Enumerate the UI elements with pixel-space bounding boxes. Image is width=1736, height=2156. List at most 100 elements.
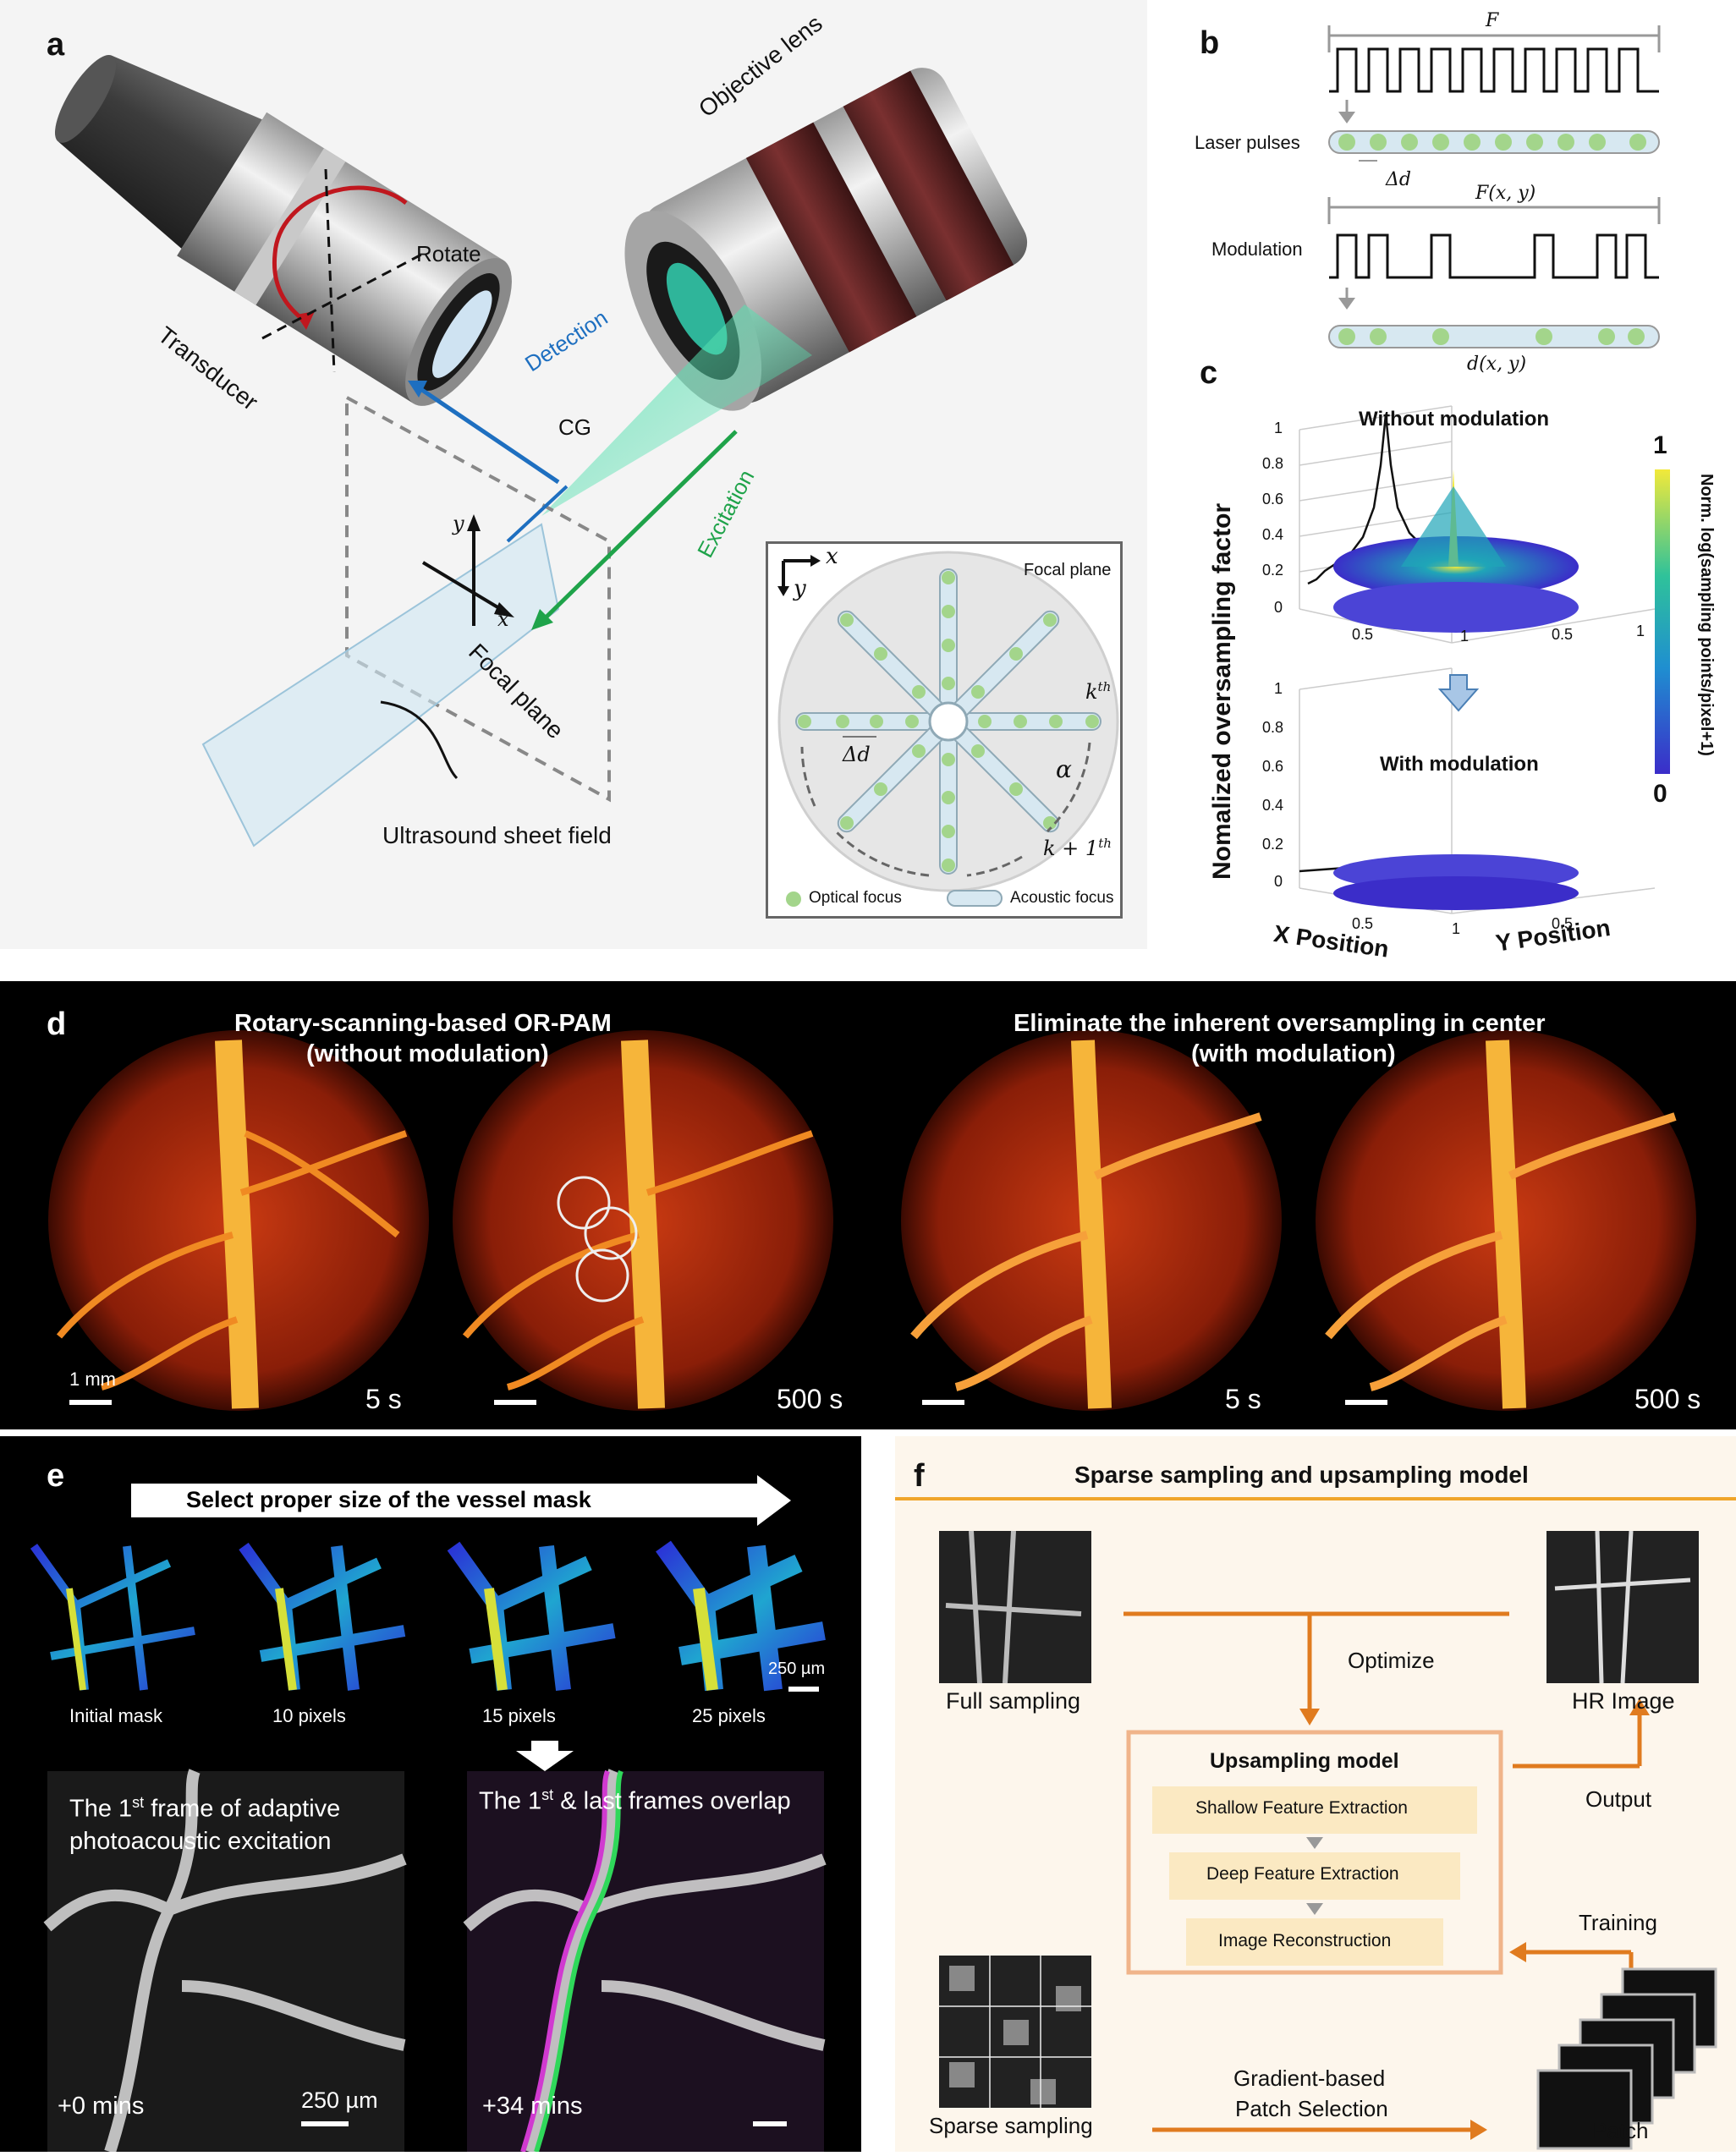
- gradient-label-1: Gradient-based: [1233, 2065, 1386, 2091]
- inset-delta-d: Δd: [843, 743, 871, 766]
- objective-lens-body: [624, 68, 1028, 411]
- panel-c-label: c: [1200, 355, 1218, 391]
- panel-c-plot: [1299, 405, 1670, 914]
- gradient-label-2: Patch Selection: [1235, 2096, 1388, 2121]
- overlap-sup: st: [541, 1786, 554, 1803]
- rotate-arrow-icon: [272, 185, 408, 323]
- k1-sup: th: [1098, 836, 1112, 851]
- panel-b-label: b: [1200, 25, 1220, 61]
- e-scale-bottom: 250 µm: [301, 2087, 378, 2113]
- d-time-2: 500 s: [777, 1384, 843, 1414]
- inset-title: Focal plane: [1024, 561, 1112, 579]
- kth-sup: th: [1097, 679, 1112, 694]
- patch-stack: [1536, 1967, 1717, 2150]
- brain-image-3: [901, 1030, 1282, 1411]
- output-label: Output: [1585, 1786, 1652, 1812]
- frame1-sup: st: [132, 1794, 145, 1811]
- mask-label-1: Initial mask: [69, 1705, 163, 1726]
- k1-label: k + 1th: [1043, 836, 1112, 860]
- b-F: F: [1486, 10, 1499, 31]
- frame1-caption: The 1st frame of adaptive photoacoustic …: [69, 1786, 340, 1857]
- panel-d: d Rotary-scanning-based OR-PAM (without …: [0, 981, 1736, 1429]
- x-tick: 0.5: [1352, 915, 1374, 932]
- rotate-label: Rotate: [416, 241, 481, 266]
- axis-x-label: x: [497, 607, 509, 631]
- alpha-label: α: [1056, 755, 1072, 783]
- focal-plane-diagram: [777, 551, 1119, 907]
- b-delta-d: Δd: [1386, 169, 1411, 190]
- focal-plane-inset: x y Focal plane kth k + 1th α Δd Optical…: [766, 541, 1123, 919]
- cg-label: CG: [558, 414, 591, 440]
- axis-y-label: y: [453, 512, 464, 535]
- hr-image-label: HR Image: [1572, 1688, 1675, 1714]
- panel-e-images: [24, 1475, 846, 2154]
- d-title-right-2: (with modulation): [1191, 1040, 1396, 1067]
- optimize-label: Optimize: [1348, 1648, 1435, 1673]
- x-tick: 1: [1452, 920, 1461, 937]
- y-tick: 1: [1636, 623, 1645, 639]
- c-ylabel: Nomalized oversampling factor: [1208, 502, 1236, 880]
- x-tick: 0.5: [1352, 626, 1374, 643]
- mask-label-4: 25 pixels: [692, 1705, 766, 1726]
- e-arrow-text: Select proper size of the vessel mask: [186, 1487, 591, 1512]
- d-scale: 1 mm: [69, 1369, 116, 1390]
- panel-f: f Sparse sampling and upsampling model F…: [895, 1436, 1736, 2152]
- z-tick: 0: [1274, 873, 1283, 890]
- e-time-right: +34 mins: [482, 2093, 583, 2120]
- z-tick: 0.2: [1262, 562, 1284, 579]
- y-tick: 0.5: [1552, 626, 1574, 643]
- c-cbar-max: 1: [1653, 431, 1667, 459]
- b-dxy: d(x, y): [1467, 354, 1527, 375]
- panel-a-illustration: [54, 54, 1028, 848]
- d-time-1: 5 s: [365, 1384, 402, 1414]
- panel-f-label: f: [914, 1458, 925, 1494]
- d-title-left-1: Rotary-scanning-based OR-PAM: [234, 1010, 612, 1037]
- mask-label-2: 10 pixels: [272, 1705, 346, 1726]
- panel-e: e Select proper size of the vessel mask …: [0, 1436, 861, 2154]
- panel-e-label: e: [47, 1458, 65, 1494]
- kth-label: kth: [1085, 679, 1111, 704]
- z-tick: 0.6: [1262, 491, 1284, 507]
- mask-label-3: 15 pixels: [482, 1705, 556, 1726]
- ultrasound-label: Ultrasound sheet field: [382, 822, 612, 848]
- inset-axis-x: x: [826, 544, 838, 569]
- brain-image-2: [453, 1030, 833, 1411]
- legend-acoustic: Acoustic focus: [1010, 889, 1114, 907]
- inset-axis-y: y: [794, 576, 806, 601]
- panel-f-diagram: [895, 1497, 1736, 2150]
- full-sampling-label: Full sampling: [946, 1688, 1081, 1714]
- step-3: Image Reconstruction: [1218, 1931, 1392, 1950]
- d-time-3: 5 s: [1225, 1384, 1261, 1414]
- z-tick: 1: [1274, 680, 1283, 697]
- panel-a: a Objective lens Rotate Transducer Detec…: [0, 0, 1147, 949]
- mask-images: [24, 1529, 846, 1698]
- overlap-b: & last frames overlap: [553, 1787, 791, 1815]
- z-tick: 0.4: [1262, 526, 1284, 543]
- panel-c: c Nomalized oversampling factor Without …: [1147, 355, 1736, 963]
- y-tick: 0.5: [1552, 915, 1574, 932]
- modulation-label: Modulation: [1211, 239, 1303, 260]
- kth-base: k: [1085, 680, 1098, 704]
- transducer-body: [54, 54, 512, 406]
- z-tick: 0.8: [1262, 455, 1284, 472]
- x-tick: 1: [1460, 628, 1470, 645]
- legend-optical: Optical focus: [809, 889, 902, 907]
- training-label: Training: [1579, 1910, 1657, 1935]
- c-title-top: Without modulation: [1359, 408, 1550, 431]
- d-title-right-1: Eliminate the inherent oversampling in c…: [1014, 1010, 1546, 1037]
- z-tick: 0.2: [1262, 836, 1284, 853]
- panel-a-label: a: [47, 27, 65, 63]
- panel-d-label: d: [47, 1007, 67, 1042]
- panel-b: b F Laser pulses Δd F(x, y) Modulation d…: [1147, 0, 1736, 375]
- step-1: Shallow Feature Extraction: [1195, 1798, 1408, 1818]
- brain-image-4: [1316, 1030, 1696, 1411]
- z-tick: 0.4: [1262, 797, 1284, 814]
- ultrasound-sheet: [201, 523, 560, 848]
- step-2: Deep Feature Extraction: [1206, 1864, 1399, 1884]
- excitation-beam: [541, 304, 812, 516]
- frame1-a: The 1: [69, 1795, 133, 1823]
- z-tick: 0.6: [1262, 758, 1284, 775]
- top-profile-curve: [1307, 414, 1440, 585]
- d-title-left-2: (without modulation): [306, 1040, 549, 1067]
- z-tick: 0: [1274, 599, 1283, 616]
